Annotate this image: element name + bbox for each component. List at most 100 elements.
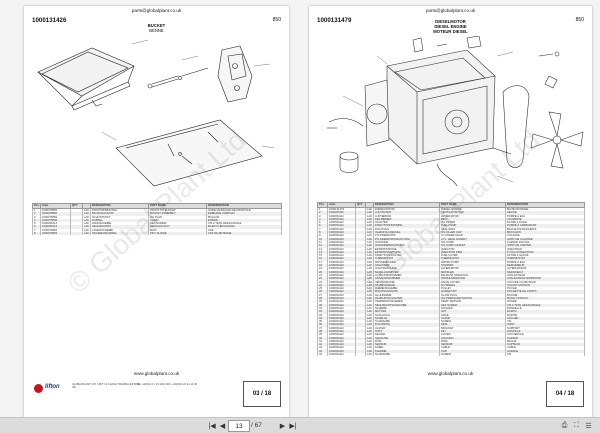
cell-denomination: VIS A TETE HEXAGONALE bbox=[206, 222, 282, 226]
cell-pos: 45 bbox=[317, 353, 328, 357]
engine-exploded-drawing bbox=[327, 36, 584, 187]
cell-denomination: CARTER bbox=[505, 336, 585, 340]
footer-site[interactable]: www.globalplant.co.uk bbox=[133, 371, 180, 376]
cell-denomination: POMPE A EAU bbox=[505, 260, 585, 265]
footer-address: GLOBALPLANT LTD, UNIT 12 CHASE TRADING E… bbox=[72, 383, 141, 390]
parts-table: Pos Auto. QTY DESIGNATION PART NAME DENO… bbox=[317, 202, 585, 357]
prev-page-icon[interactable]: ◀ bbox=[219, 422, 226, 430]
cell-part-name: PIN / SLINGE bbox=[148, 232, 207, 236]
cell-part-number: 1000070803 bbox=[40, 232, 71, 236]
next-page-icon[interactable]: ▶ bbox=[279, 422, 286, 430]
table-header-row: Pos Auto. QTY DESIGNATION PART NAME DENO… bbox=[317, 202, 585, 208]
cell-denomination: DURITE bbox=[505, 313, 585, 317]
cell-denomination: CARTER D'HUILE bbox=[505, 240, 585, 245]
part-number: 1000131426 bbox=[32, 17, 67, 24]
cell-denomination: JOINT bbox=[505, 323, 585, 327]
cell-denomination: BOULON bbox=[206, 215, 282, 219]
cell-denomination: POCHETTE DE JOINTS bbox=[505, 290, 585, 294]
print-icon[interactable]: ⎙ bbox=[561, 421, 568, 429]
footer-site[interactable]: www.globalplant.co.uk bbox=[427, 371, 474, 376]
cell-denomination: AGRAFE bbox=[505, 349, 585, 354]
cell-denomination: RONDELLE bbox=[505, 306, 585, 311]
cell-denomination: SUPPORT bbox=[505, 326, 585, 330]
cell-denomination: COUVERCLE bbox=[505, 333, 585, 337]
page-number-box: 04 / 18 bbox=[546, 381, 584, 407]
cell-part-number: 1000034112 bbox=[327, 353, 356, 357]
cell-denomination: THERMOSTAT bbox=[505, 257, 585, 261]
bucket-exploded-drawing bbox=[37, 39, 275, 187]
menu-icon[interactable]: ☰ bbox=[585, 422, 592, 430]
cell-denomination: BAGUE bbox=[505, 339, 585, 344]
section-title-fr: MOTEUR DIESEL bbox=[433, 29, 468, 34]
cell-designation: SICHERUNGSRING bbox=[90, 232, 149, 236]
cell-denomination: FILTRE A GASOIL bbox=[505, 254, 585, 258]
cell-designation: SCHRAUBE bbox=[373, 353, 440, 357]
cell-denomination: GODE MASSALEN DE FRONTALE bbox=[206, 208, 282, 213]
cell-denomination: BAGUE D'ETANCHEITE bbox=[505, 227, 585, 232]
section-title-de: DIESELMOTOR bbox=[435, 19, 466, 24]
page-url[interactable]: parts@globalplant.co.uk bbox=[131, 8, 182, 13]
cell-denomination: SONDE bbox=[505, 300, 585, 304]
page-footer: www.globalplant.co.uk lifton GLOBALPLANT… bbox=[32, 371, 281, 410]
cell-denomination: COLLECTEUR ADMISSION bbox=[505, 277, 585, 281]
page-url[interactable]: parts@globalplant.co.uk bbox=[425, 8, 476, 13]
cell-denomination: ALTERNATEUR bbox=[505, 267, 585, 271]
fullscreen-icon[interactable]: ⛶ bbox=[574, 421, 579, 429]
cell-denomination: COLLIER bbox=[505, 316, 585, 321]
cell-denomination: ECROU bbox=[505, 310, 585, 314]
last-page-icon[interactable]: ▶| bbox=[289, 422, 297, 430]
cell-denomination: HELICE bbox=[505, 211, 585, 215]
cell-denomination: FILTRE A HUILE bbox=[505, 221, 585, 225]
part-number: 1000131479 bbox=[317, 17, 352, 24]
cell-denomination: INJECTEUR bbox=[505, 247, 585, 251]
page-number-input[interactable]: 13 bbox=[228, 420, 250, 432]
cell-denomination: JOINT DE CARTER bbox=[505, 244, 585, 248]
section-title: DIESEL ENGINE bbox=[434, 24, 467, 29]
cell-denomination: MANO CONTACT bbox=[505, 297, 585, 301]
cell-denomination: COURROIE bbox=[505, 217, 585, 222]
page-number-box: 03 / 18 bbox=[243, 381, 281, 407]
cell-qty bbox=[355, 353, 366, 357]
cell-denomination: DEMARREUR bbox=[505, 264, 585, 268]
cell-denomination: JOINT DE CULASSE bbox=[505, 237, 585, 241]
parts-table: Pos Auto. QTY DESIGNATION PART NAME DENO… bbox=[32, 203, 282, 236]
cell-denomination: POMPE A CARBURANT bbox=[505, 224, 585, 228]
page-count: / 67 bbox=[251, 422, 262, 429]
cell-unit: LAK bbox=[82, 232, 91, 236]
footer-tel: Tel. +44(0)2 2 1 15 1161 FAX: +44(0)22 2… bbox=[137, 383, 197, 386]
first-page-icon[interactable]: |◀ bbox=[208, 422, 216, 430]
